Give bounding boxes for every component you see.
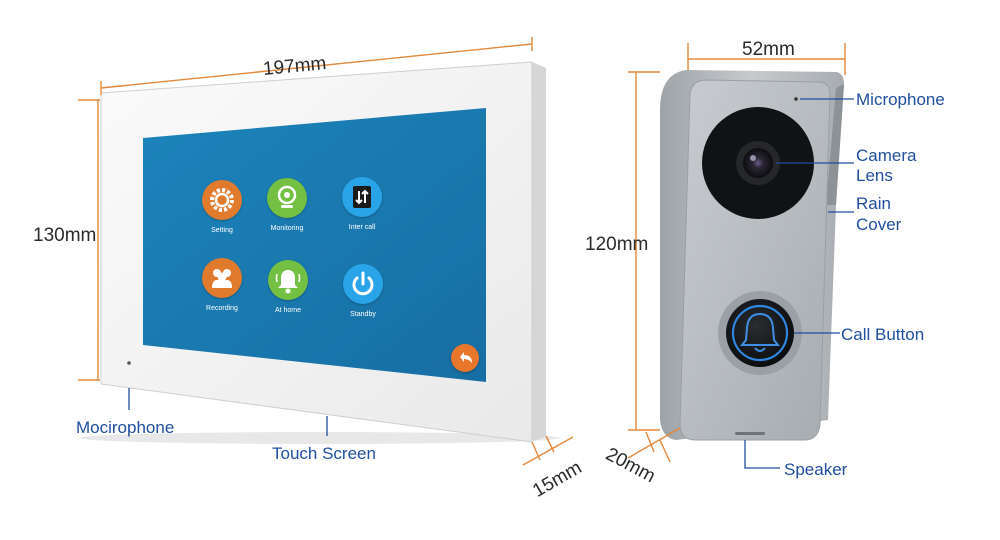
doorbell-callout-lines — [744, 98, 854, 469]
monitor-shadow — [80, 432, 560, 444]
app-inter-call-circle — [342, 177, 382, 217]
monitor-microphone-hole — [127, 361, 131, 365]
bell-icon — [739, 312, 781, 346]
app-monitoring[interactable]: Monitoring — [262, 178, 312, 232]
app-monitoring-label: Monitoring — [270, 225, 304, 232]
call-button-callout: Call Button — [841, 325, 925, 344]
call-button — [726, 299, 794, 367]
monitor-width-line — [100, 43, 533, 89]
rain-cover-side — [826, 84, 844, 205]
camera-icon — [277, 185, 297, 208]
doorbell — [660, 70, 844, 441]
bell-icon — [275, 270, 301, 294]
rain-cover-callout-line1: Rain — [856, 194, 891, 213]
camera-callout-line2: Lens — [856, 166, 893, 185]
monitor-depth-tick-a — [531, 441, 541, 461]
doorbell-width-label: 52mm — [742, 39, 795, 60]
bell-clapper-icon — [754, 347, 766, 352]
touch-screen-callout: Touch Screen — [272, 444, 376, 463]
app-at-home-circle — [268, 260, 308, 300]
app-monitoring-circle — [267, 178, 307, 218]
call-button-led-ring — [731, 304, 789, 362]
app-at-home-label: At home — [274, 307, 302, 314]
app-setting-circle — [202, 180, 242, 220]
app-inter-call-label: Inter call — [348, 224, 376, 231]
speaker-slot — [735, 432, 765, 435]
intercom-icon — [353, 186, 371, 208]
app-recording-label: Recording — [206, 305, 238, 312]
app-at-home[interactable]: At home — [263, 260, 313, 314]
gear-icon — [210, 188, 234, 212]
app-setting-label: Setting — [211, 227, 233, 234]
doorbell-height-label: 120mm — [585, 234, 649, 255]
monitor-microphone-callout: Mocirophone — [76, 418, 175, 437]
app-standby-circle — [343, 264, 383, 304]
doorbell-microphone-hole — [794, 97, 798, 101]
app-standby-label: Standby — [350, 311, 376, 318]
doorbell-dimension-lines — [627, 43, 846, 463]
monitor — [80, 61, 560, 444]
doorbell-microphone-callout: Microphone — [856, 90, 945, 109]
monitor-dimension-lines — [78, 37, 574, 466]
camera-lens-highlight — [750, 155, 756, 161]
app-recording-circle — [202, 258, 242, 298]
touch-screen-display — [143, 108, 486, 382]
camera-callout-line1: Camera — [856, 146, 917, 165]
app-setting[interactable]: Setting — [197, 180, 247, 234]
monitor-depth-line — [522, 436, 574, 466]
speaker-callout: Speaker — [784, 460, 848, 479]
doorbell-depth-tick-b — [659, 439, 671, 463]
people-icon — [212, 269, 232, 288]
app-recording[interactable]: Recording — [197, 258, 247, 312]
camera-lens — [743, 148, 773, 178]
back-arrow-icon — [460, 352, 472, 363]
back-button[interactable] — [451, 344, 479, 372]
doorbell-depth-tick-a — [645, 431, 655, 453]
power-icon — [352, 271, 374, 296]
monitor-depth-tick-b — [545, 435, 555, 453]
rain-cover-callout-line2: Cover — [856, 215, 902, 234]
app-standby[interactable]: Standby — [338, 264, 388, 318]
speaker-leader-line — [744, 440, 780, 469]
monitor-height-label: 130mm — [33, 225, 97, 246]
app-inter-call[interactable]: Inter call — [337, 177, 387, 231]
monitor-side-edge — [532, 62, 546, 442]
doorbell-depth-line — [627, 427, 681, 459]
monitor-callout-lines — [128, 388, 328, 436]
